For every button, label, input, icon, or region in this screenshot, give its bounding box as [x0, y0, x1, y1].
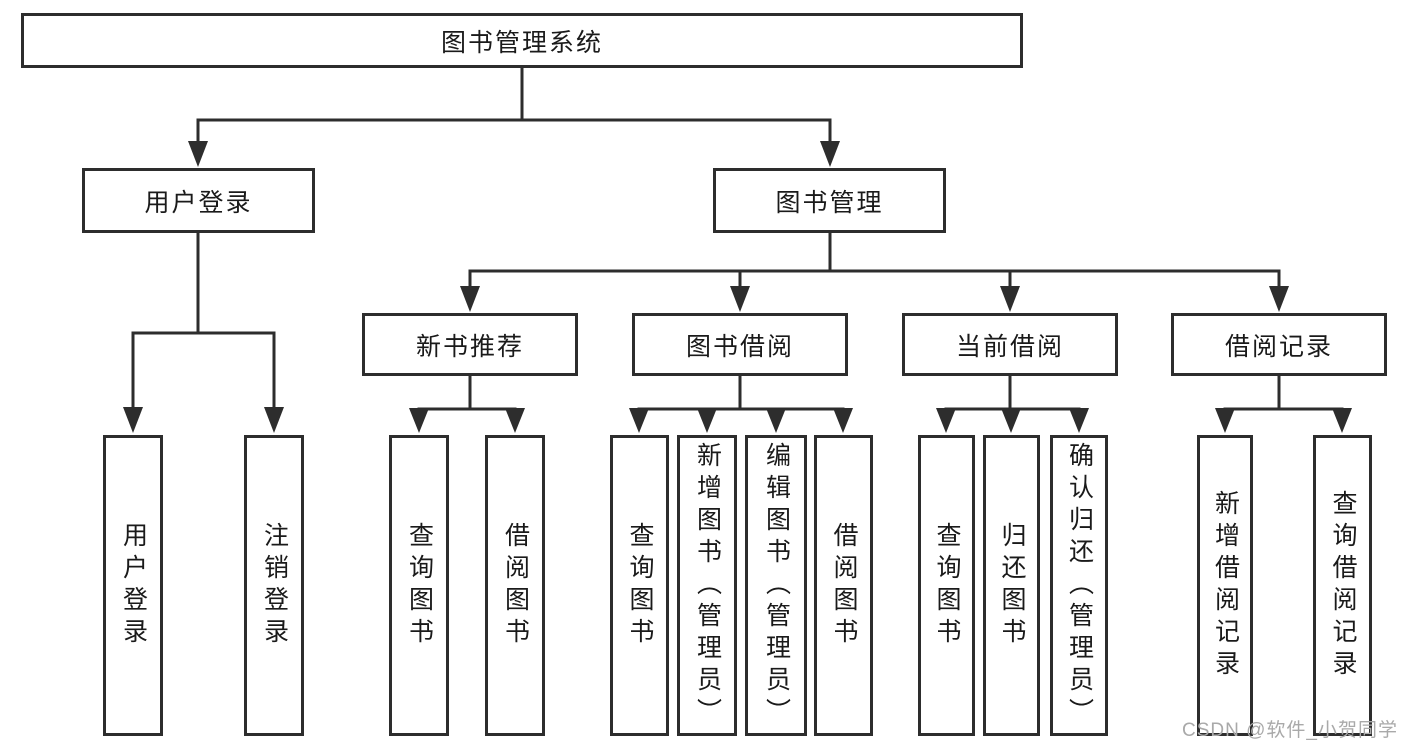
arrowhead — [766, 408, 786, 433]
leaf-logout: 注销登录 — [244, 435, 304, 736]
arrowhead — [1269, 286, 1289, 312]
leaf-user-login: 用户登录 — [103, 435, 163, 736]
arrowhead — [936, 408, 956, 433]
arrowhead — [1332, 408, 1352, 433]
arrowhead — [1215, 408, 1235, 433]
arrowhead — [1001, 408, 1021, 433]
connector-user-login-branch — [131, 231, 276, 412]
leaf-edit-books-admin: 编辑图书（管理员） — [745, 435, 807, 736]
node-library-management-system: 图书管理系统 — [21, 13, 1023, 68]
connector-current-branch — [944, 374, 1081, 411]
leaf-query-books-current: 查询图书 — [918, 435, 975, 736]
leaf-return-books: 归还图书 — [983, 435, 1040, 736]
arrowhead — [833, 408, 853, 433]
arrowhead — [697, 408, 717, 433]
arrowhead — [123, 407, 143, 433]
node-book-borrowing: 图书借阅 — [632, 313, 848, 376]
csdn-watermark: CSDN @软件_小贺同学 — [1182, 720, 1398, 741]
arrowhead — [460, 286, 480, 312]
arrowhead — [188, 141, 208, 167]
arrowhead — [264, 407, 284, 433]
leaf-confirm-return-admin: 确认归还（管理员） — [1050, 435, 1108, 736]
node-new-book-recommendation: 新书推荐 — [362, 313, 578, 376]
leaf-borrow-books-recommend: 借阅图书 — [485, 435, 545, 736]
arrowhead — [1000, 286, 1020, 312]
leaf-borrow-books-borrowing: 借阅图书 — [814, 435, 873, 736]
node-borrowing-records: 借阅记录 — [1171, 313, 1387, 376]
leaf-add-borrow-record: 新增借阅记录 — [1197, 435, 1253, 736]
arrowhead — [629, 408, 649, 433]
connector-records-branch — [1223, 374, 1344, 411]
leaf-query-borrow-record: 查询借阅记录 — [1313, 435, 1372, 736]
connector-borrowing-branch — [637, 374, 845, 411]
leaf-add-books-admin: 新增图书（管理员） — [677, 435, 737, 736]
leaf-query-books-borrowing: 查询图书 — [610, 435, 669, 736]
node-user-login: 用户登录 — [82, 168, 315, 233]
node-current-borrowing: 当前借阅 — [902, 313, 1118, 376]
connector-new-rec-branch — [417, 374, 517, 411]
leaf-query-books-recommend: 查询图书 — [389, 435, 449, 736]
arrowhead — [409, 408, 429, 433]
arrowhead — [820, 141, 840, 167]
arrowhead — [505, 408, 525, 433]
node-book-management: 图书管理 — [713, 168, 946, 233]
arrowhead — [1069, 408, 1089, 433]
connector-root-branch — [196, 66, 832, 147]
connector-book-mgmt-branch — [468, 231, 1281, 292]
arrowhead — [730, 286, 750, 312]
